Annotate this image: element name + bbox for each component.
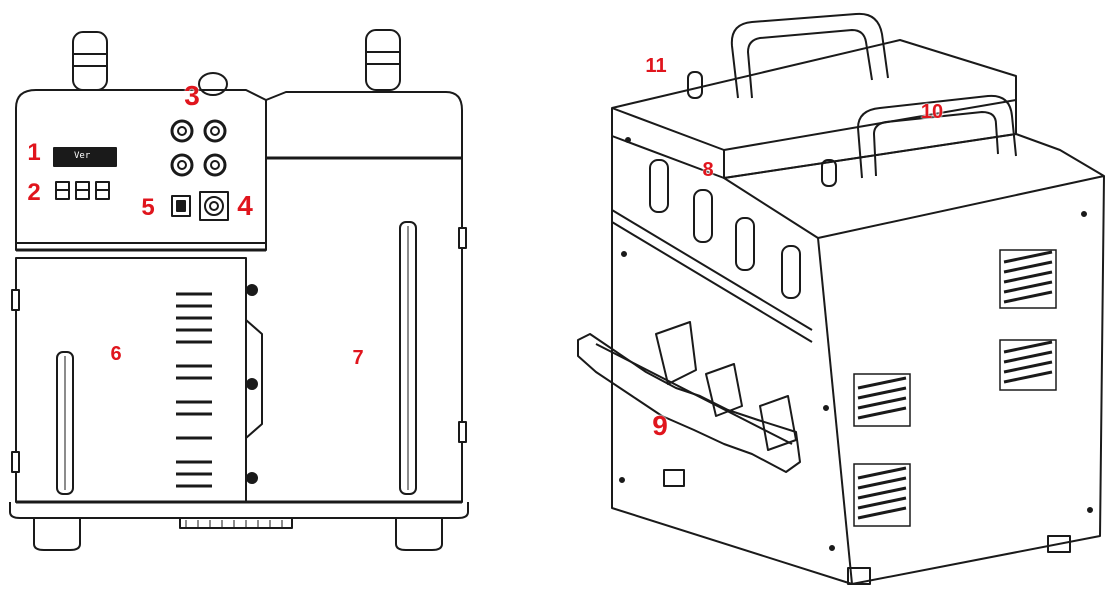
panel-connector-3: [735, 217, 755, 271]
connector-bottom-right: [203, 153, 227, 177]
connector-top-left: [170, 119, 194, 143]
front-lifting-eye: [821, 159, 837, 187]
top-block: [611, 39, 1017, 179]
left-door-handle: [56, 351, 74, 495]
power-inlet: [199, 191, 229, 221]
callout-10: 10: [920, 101, 944, 123]
display-screen: [53, 147, 117, 167]
callout-11: 11: [645, 55, 667, 77]
side-vent-left-middle: [853, 373, 911, 427]
power-switch: [171, 195, 191, 217]
front-foot-right: [395, 518, 443, 551]
cable-hooks: [577, 333, 801, 473]
panel-connector-1: [649, 159, 669, 213]
panel-connector-4: [781, 245, 801, 299]
main-box-outline: [611, 108, 1105, 585]
callout-9: 9: [652, 410, 668, 441]
front-foot-left: [33, 518, 81, 551]
control-panel-housing: [15, 89, 267, 251]
right-upper-housing: [265, 91, 463, 159]
side-vent-lower: [853, 463, 911, 527]
front-right-post: [365, 29, 401, 91]
panel-connector-2: [693, 189, 713, 243]
callout-5: 5: [141, 194, 155, 221]
callout-8: 8: [702, 159, 714, 181]
display-readout: Ver: [74, 151, 91, 161]
side-vent-upper: [999, 249, 1057, 309]
rear-carry-handle: [730, 12, 889, 99]
callout-3: 3: [184, 80, 200, 111]
callout-2: 2: [27, 179, 41, 206]
front-lifting-ring: [198, 72, 228, 96]
connector-top-right: [203, 119, 227, 143]
right-door-handle: [399, 221, 417, 495]
side-vent-middle: [999, 339, 1057, 391]
right-door: [245, 158, 463, 503]
callout-4: 4: [237, 190, 253, 221]
callout-7: 7: [352, 347, 364, 369]
callout-1: 1: [27, 139, 41, 166]
front-carry-handle: [857, 94, 1017, 179]
connector-bottom-left: [170, 153, 194, 177]
front-left-post: [72, 31, 108, 91]
callout-6: 6: [110, 343, 122, 365]
rear-lifting-eye: [687, 71, 703, 99]
front-vent-slots: [176, 292, 212, 488]
bottom-vent: [179, 517, 293, 529]
